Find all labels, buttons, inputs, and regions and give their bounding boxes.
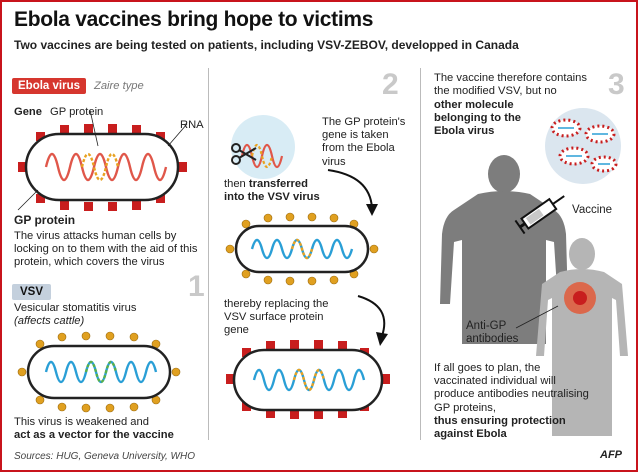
vaccine-label: Vaccine — [572, 204, 613, 216]
transferred-text: then transferred into the VSV virus — [224, 178, 320, 204]
gene-label: Gene — [14, 106, 42, 118]
syringe-icon — [514, 195, 565, 235]
vsv-spikes — [17, 331, 181, 413]
vsv-surface-gene — [84, 360, 118, 384]
step-number-1: 1 — [188, 270, 205, 303]
anti-gp-label: Anti-GP antibodies — [466, 320, 519, 346]
gene-extraction-illustration — [231, 115, 295, 179]
ebola-rna-strand — [44, 152, 168, 182]
page-title: Ebola vaccines bring hope to victims — [14, 8, 374, 31]
vsv-weakened-text: This virus is weakened and — [14, 416, 149, 428]
ebola-envelope — [24, 132, 180, 202]
ebola-virus-tag: Ebola virus — [12, 76, 86, 94]
vsv-modified-illustration — [225, 212, 379, 286]
vsv-affects-label: (affects cattle) — [14, 315, 85, 327]
ebola-virus-illustration — [17, 109, 188, 211]
human-body-illustration — [536, 238, 628, 436]
afp-logo: AFP — [600, 449, 622, 461]
human-silhouette — [440, 155, 568, 344]
rna-label: RNA — [180, 119, 204, 131]
scissors-icon — [231, 143, 257, 165]
step-number-3: 3 — [608, 68, 625, 101]
vsv-gp-illustration — [226, 340, 390, 419]
gp-protein-heading: GP protein — [14, 213, 76, 227]
vaccine-particles-illustration — [545, 108, 621, 184]
column-divider — [420, 68, 421, 440]
ebola-type-label: Zaire type — [94, 80, 144, 92]
plan-text: If all goes to plan, the vaccinated indi… — [434, 362, 589, 414]
ensuring-protection-text: thus ensuring protection against Ebola — [434, 415, 566, 441]
vsv-envelope — [26, 344, 172, 400]
step-number-2: 2 — [382, 68, 399, 101]
gp-protein-description: The virus attacks human cells by locking… — [14, 230, 198, 269]
column-divider — [208, 68, 209, 440]
sources-text: Sources: HUG, Geneva University, WHO — [14, 451, 195, 462]
vsv-illustration — [17, 331, 181, 413]
anti-gp-pointer — [515, 305, 559, 329]
gp-protein-top-label: GP protein — [50, 106, 104, 118]
transfer-arrow — [327, 169, 378, 216]
vsv-tag: VSV — [12, 282, 52, 300]
vsv-full-name: Vesicular stomatitis virus — [14, 302, 137, 314]
other-molecule-text: other molecule belonging to the Ebola vi… — [434, 99, 521, 138]
page-subtitle: Two vaccines are being tested on patient… — [14, 38, 519, 52]
vaccine-contains-text: The vaccine therefore contains the modif… — [434, 72, 587, 98]
vsv-rna-strand — [44, 360, 158, 384]
ebola-gp-spikes — [18, 124, 187, 211]
gene-taken-text: The GP protein's gene is taken from the … — [322, 116, 406, 168]
replacing-text: thereby replacing the VSV surface protei… — [224, 298, 329, 337]
replace-arrow — [357, 295, 388, 346]
vsv-vector-text: act as a vector for the vaccine — [14, 429, 174, 441]
